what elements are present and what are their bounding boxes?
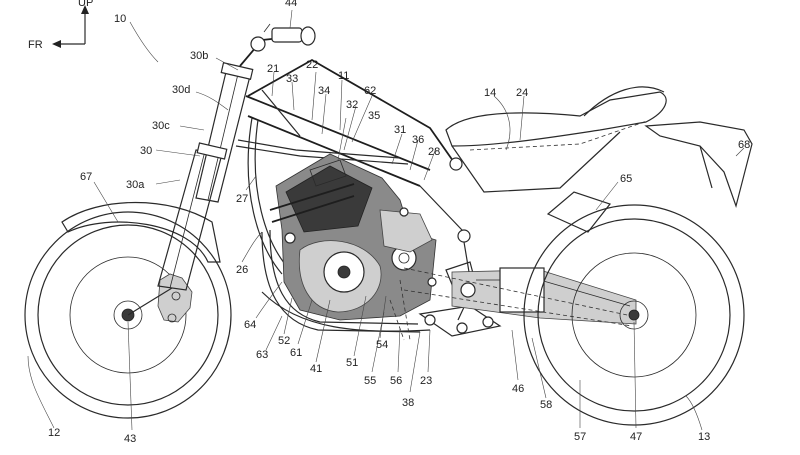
label-30: 30: [140, 145, 152, 157]
label-52: 52: [278, 335, 290, 347]
label-30d: 30d: [172, 84, 190, 96]
label-65: 65: [620, 173, 632, 185]
up-label: UP: [78, 0, 93, 9]
frame: [235, 58, 473, 333]
label-43: 43: [124, 433, 136, 445]
label-14: 14: [484, 87, 496, 99]
handlebar: [239, 23, 316, 67]
label-22: 22: [306, 59, 318, 71]
label-31: 31: [394, 124, 406, 136]
front-arrowhead: [52, 40, 61, 48]
label-32: 32: [346, 99, 358, 111]
label-35: 35: [368, 110, 380, 122]
label-54: 54: [376, 339, 388, 351]
label-57: 57: [574, 431, 586, 443]
rear-hugger: [546, 191, 611, 233]
label-30a: 30a: [126, 179, 145, 191]
front-brake-caliper: [157, 273, 193, 323]
label-10: 10: [114, 13, 126, 25]
label-55: 55: [364, 375, 376, 387]
label-24: 24: [516, 87, 528, 99]
label-67: 67: [80, 171, 92, 183]
label-33: 33: [286, 73, 298, 85]
label-58: 58: [540, 399, 552, 411]
label-13: 13: [698, 431, 710, 443]
label-34: 34: [318, 85, 330, 97]
label-27: 27: [236, 193, 248, 205]
label-61: 61: [290, 347, 302, 359]
drive-chain: [403, 267, 633, 317]
orientation-indicator: UP FR: [28, 0, 93, 51]
label-26: 26: [236, 264, 248, 276]
front-fork: [127, 62, 254, 316]
label-21: 21: [267, 63, 279, 75]
rear-wheel: [523, 204, 745, 426]
front-fender: [61, 202, 221, 263]
front-label: FR: [28, 39, 43, 51]
label-46: 46: [512, 383, 524, 395]
label-12: 12: [48, 427, 60, 439]
label-41: 41: [310, 363, 322, 375]
label-51: 51: [346, 357, 358, 369]
label-36: 36: [412, 134, 424, 146]
label-63: 63: [256, 349, 268, 361]
swing-arm: [451, 267, 637, 325]
rear-linkage: [399, 207, 502, 337]
label-30b: 30b: [190, 50, 208, 62]
label-44: 44: [285, 0, 297, 9]
exhaust-pipe: [261, 291, 431, 332]
label-47: 47: [630, 431, 642, 443]
engine: [269, 153, 437, 321]
label-62: 62: [364, 85, 376, 97]
front-wheel: [24, 211, 232, 419]
up-arrowhead: [81, 5, 89, 14]
label-56: 56: [390, 375, 402, 387]
label-38: 38: [402, 397, 414, 409]
reference-numerals: 10 44 30b 21 33 22 11 30d 34 62 32 35 14…: [48, 0, 750, 445]
label-68: 68: [738, 139, 750, 151]
label-11: 11: [338, 70, 349, 82]
label-30c: 30c: [152, 120, 170, 132]
label-64: 64: [244, 319, 256, 331]
label-23: 23: [420, 375, 432, 387]
label-28: 28: [428, 146, 440, 158]
leader-lines: [27, 9, 745, 431]
seat-and-tail: [445, 86, 753, 209]
